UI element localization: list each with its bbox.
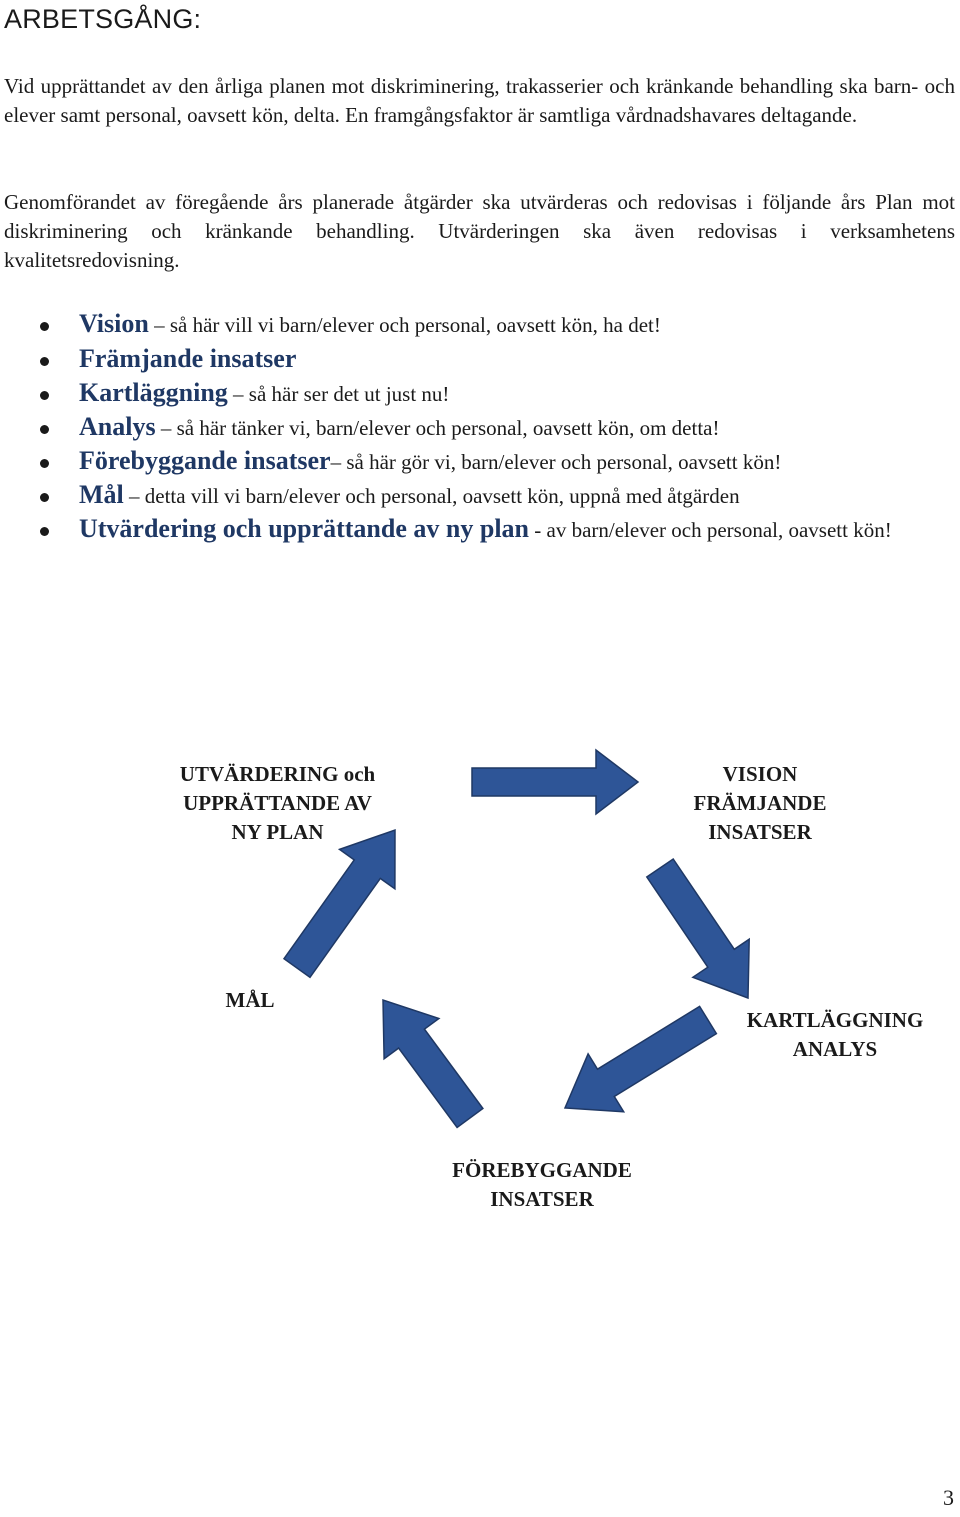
bullet-icon	[40, 527, 49, 536]
label-line: UTVÄRDERING och	[179, 762, 376, 786]
page-heading: ARBETSGÅNG:	[4, 4, 202, 34]
label-utvardering: UTVÄRDERING och UPPRÄTTANDE AV NY PLAN	[130, 760, 425, 847]
step-text: så här gör vi, barn/elever och personal,…	[346, 450, 782, 474]
step-text: så här tänker vi, barn/elever och person…	[176, 416, 720, 440]
label-line: INSATSER	[490, 1187, 594, 1211]
bullet-icon	[40, 322, 49, 331]
bullet-icon	[40, 493, 49, 502]
list-item: Analys – så här tänker vi, barn/elever o…	[0, 412, 940, 446]
step-term: Utvärdering och upprättande av ny plan	[79, 514, 529, 543]
list-item: Kartläggning – så här ser det ut just nu…	[0, 378, 940, 412]
list-item: Utvärdering och upprättande av ny plan -…	[0, 514, 940, 548]
cycle-diagram: UTVÄRDERING och UPPRÄTTANDE AV NY PLAN V…	[0, 720, 960, 1240]
label-line: NY PLAN	[231, 820, 324, 844]
label-line: VISION	[722, 762, 798, 786]
step-separator: -	[529, 518, 547, 542]
label-line: ANALYS	[792, 1037, 878, 1061]
bullet-icon	[40, 425, 49, 434]
step-text: så här ser det ut just nu!	[248, 382, 450, 406]
step-term: Kartläggning	[79, 378, 228, 407]
label-line: INSATSER	[708, 820, 812, 844]
steps-list: Vision – så här vill vi barn/elever och …	[0, 309, 940, 548]
step-text: av barn/elever och personal, oavsett kön…	[546, 518, 892, 542]
step-term: Analys	[79, 412, 156, 441]
step-term: Vision	[79, 309, 149, 338]
bullet-icon	[40, 391, 49, 400]
page-number: 3	[943, 1485, 954, 1510]
step-separator: –	[123, 484, 145, 508]
label-forebyggande: FÖREBYGGANDE INSATSER	[410, 1156, 674, 1214]
list-item: Förebyggande insatser– så här gör vi, ba…	[0, 446, 940, 480]
step-separator: –	[330, 450, 347, 474]
step-text: detta vill vi barn/elever och personal, …	[144, 484, 740, 508]
step-separator: –	[148, 313, 170, 337]
arrow-to-forebyggande-icon	[563, 1005, 718, 1113]
step-text: så här vill vi barn/elever och personal,…	[169, 313, 661, 337]
intro-paragraph: Vid upprättandet av den årliga planen mo…	[4, 74, 955, 127]
arrow-to-vision-icon	[471, 748, 640, 816]
label-line: FÖREBYGGANDE	[452, 1158, 632, 1182]
step-term: Mål	[79, 480, 124, 509]
step-term: Förebyggande insatser	[79, 446, 331, 475]
cycle-arrows	[282, 748, 750, 1129]
arrow-to-utvardering-icon	[282, 828, 396, 979]
label-vision: VISION FRÄMJANDE INSATSER	[650, 760, 870, 847]
evaluation-paragraph: Genomförandet av föregående års planerad…	[4, 190, 955, 272]
arrow-to-mal-icon	[382, 998, 484, 1129]
label-line: MÅL	[225, 988, 275, 1012]
list-item: Mål – detta vill vi barn/elever och pers…	[0, 480, 940, 514]
bullet-icon	[40, 459, 49, 468]
label-line: FRÄMJANDE	[693, 791, 827, 815]
label-line: KARTLÄGGNING	[746, 1008, 924, 1032]
step-separator: –	[155, 416, 177, 440]
bullet-icon	[40, 357, 49, 366]
label-kartlaggning: KARTLÄGGNING ANALYS	[710, 1006, 960, 1064]
list-item: Främjande insatser	[0, 344, 940, 378]
list-item: Vision – så här vill vi barn/elever och …	[0, 309, 940, 344]
step-term: Främjande insatser	[79, 344, 297, 373]
label-mal: MÅL	[180, 986, 320, 1015]
label-line: UPPRÄTTANDE AV	[183, 791, 372, 815]
arrow-to-kartlaggning-icon	[645, 857, 750, 1000]
step-separator: –	[227, 382, 249, 406]
